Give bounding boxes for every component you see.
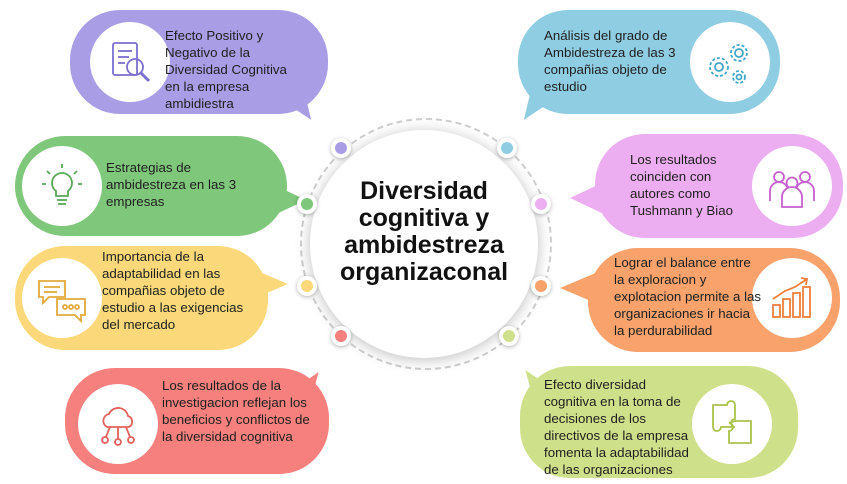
chat-bubbles-icon — [38, 280, 86, 323]
bubble-text: Lograr el balance entre la exploracion y… — [614, 255, 762, 338]
connector-dot — [531, 276, 551, 296]
icon-holder — [692, 384, 772, 464]
connector-dot — [331, 138, 351, 158]
icon-holder — [78, 384, 158, 464]
cloud-network-icon — [101, 407, 135, 446]
bubble-text: Efecto diversidad cognitiva en la toma d… — [544, 377, 689, 477]
dashed-ring — [300, 118, 552, 370]
growth-chart-icon — [772, 277, 811, 318]
bubble-text: Los resultados de la investigacion refle… — [162, 378, 310, 444]
puzzle-icon — [712, 400, 752, 444]
connector-dot — [331, 326, 351, 346]
gears-icon — [709, 44, 748, 84]
document-search-icon — [112, 42, 151, 83]
connector-dot — [297, 194, 317, 214]
bubble-text: Análisis del grado de Ambidestreza de la… — [544, 28, 676, 94]
icon-holder — [90, 22, 170, 102]
bubble-text: Importancia de la adaptabilidad en las c… — [102, 249, 244, 332]
connector-dot — [297, 276, 317, 296]
lightbulb-icon — [42, 164, 82, 205]
center-circle — [310, 130, 538, 358]
bubble-text: Efecto Positivo y Negativo de la Diversi… — [165, 28, 287, 111]
connector-dot — [499, 326, 519, 346]
center-title: Diversidad cognitiva y ambidestreza orga… — [339, 177, 509, 286]
icon-holder — [690, 22, 770, 102]
people-group-icon — [769, 171, 815, 208]
icon-holder — [22, 146, 102, 226]
connector-dot — [497, 138, 517, 158]
icon-holder — [752, 146, 832, 226]
icon-holder — [752, 258, 832, 338]
icon-holder — [22, 258, 102, 338]
connector-dot — [531, 194, 551, 214]
bubble-text: Los resultados coinciden con autores com… — [630, 152, 733, 218]
bubble-text: Estrategias de ambidestreza en las 3 emp… — [106, 160, 237, 209]
